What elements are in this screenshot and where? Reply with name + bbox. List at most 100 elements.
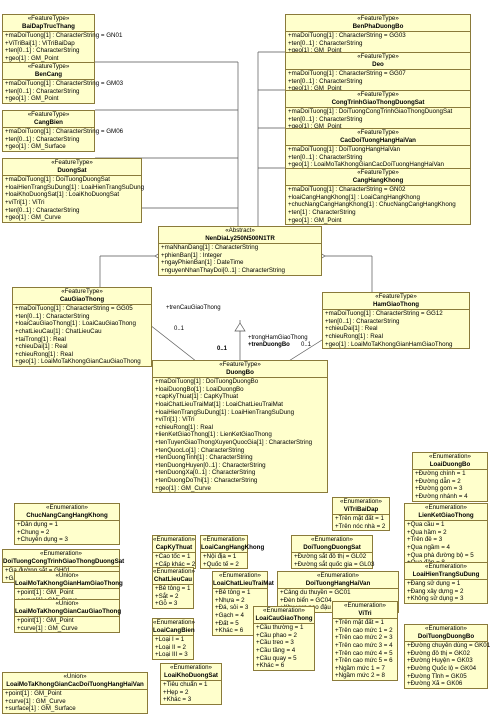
class-e5: «Enumeration»DoiTuongDuongSat+Đường sắt …: [291, 535, 374, 570]
class-attribute: +Ngầm mức 1 = 7: [335, 664, 385, 672]
class-attribute: +Đường nhánh = 4: [415, 492, 468, 500]
class-attribute: +Trên cao mức 4 = 5: [335, 649, 393, 657]
class-attribute: +Cảng du thuyền = GC01: [280, 589, 351, 597]
class-attribute: +Đường chuyên dùng = GK01: [407, 642, 491, 650]
class-attribute: +Đất = 5: [215, 619, 239, 627]
class-c7: «FeatureType»CacDoiTuongHangHaiVan+maDoi…: [285, 128, 471, 170]
class-attribute: +curve[1] : GM_Curve: [5, 697, 66, 705]
class-stereotype: «Enumeration»: [317, 572, 359, 579]
class-attribute: +Đường chính = 1: [415, 470, 466, 478]
class-attribute: +chieuRong[1] : Real: [15, 350, 73, 358]
class-stereotype: «Enumeration»: [203, 536, 245, 543]
class-attribute: +tenQuocLo[1] : CharacterString: [155, 446, 245, 454]
class-name: ViTriBaiDap: [333, 506, 389, 516]
class-attribute: +ten[0..1] : CharacterString: [288, 39, 363, 47]
class-stereotype: «FeatureType»: [357, 91, 399, 98]
class-name: DoiTuongDuongSat: [292, 544, 372, 554]
class-attribute: +geo[1] : LoaiMoTaKhongGianCacDoiTuongHa…: [288, 161, 444, 169]
class-e2: «Enumeration»ChucNangCangHangKhong+Dân d…: [14, 503, 120, 545]
multiplicity-duongbo: 0..1: [217, 346, 228, 352]
class-stereotype: «FeatureType»: [27, 15, 70, 22]
class-attribute: +Đường Quốc lộ = GK04: [407, 664, 477, 672]
class-attribute: +loaiKhoDuongSat[1] : LoaiKhoDuongSat: [5, 191, 120, 199]
class-attribute: +ten[0..1] : CharacterString: [288, 77, 363, 85]
class-attribute: +loaiHienTrangSuDung[1] : LoaiHienTrangS…: [155, 408, 295, 416]
class-attribute: +loaiHienTrangSuDung[1] : LoaiHienTrangS…: [5, 183, 145, 191]
class-attribute: +Tiêu chuẩn = 1: [163, 681, 208, 689]
assoc-label-tren-duongbo: +trenDuongBo: [248, 342, 290, 348]
class-stereotype: «Enumeration»: [153, 536, 195, 543]
class-attribute: +tenDuongDoThi[1] : CharacterString: [155, 476, 258, 484]
class-attribute: +Bê tông = 1: [215, 589, 251, 597]
class-c2: «FeatureType»BenPhaDuongBo+maDoiTuong[1]…: [285, 14, 471, 56]
class-attribute: +ten[0..1] : CharacterString: [15, 312, 90, 320]
class-attribute: +taiTrong[1] : Real: [15, 335, 66, 343]
class-name: LoaiCauGiaoThong: [254, 615, 314, 625]
class-attribute: +Đường Huyện = GK03: [407, 657, 473, 665]
class-attribute: +Đang xây dựng = 2: [407, 587, 464, 595]
class-stereotype: «Enumeration»: [153, 619, 195, 626]
class-name: LoaiCangHangKhong: [201, 544, 264, 554]
class-attribute: +Cầu tầng = 4: [256, 646, 296, 654]
class-attribute: +point[1] : GM_Point: [17, 617, 74, 625]
class-attribute: +Đường gom = 3: [415, 485, 463, 493]
class-stereotype: «Enumeration»: [429, 453, 471, 460]
class-attribute: +maDoiTuong[1] : CharacterString = GM03: [5, 80, 124, 88]
class-u2: «Union»LoaiMoTaKhongGianCauGiaoThong+poi…: [14, 599, 121, 634]
class-stereotype: «Union»: [55, 572, 79, 579]
class-e8: «Enumeration»LoaiCangHangKhong+Nội địa =…: [200, 535, 264, 570]
class-stereotype: «FeatureType»: [27, 63, 70, 70]
class-e13: «Enumeration»LoaiCangBien+Loại I = 1+Loạ…: [152, 618, 195, 660]
class-attribute: +Chung = 2: [17, 528, 50, 536]
class-attribute: +Khác = 3: [163, 696, 192, 704]
class-e11: «Enumeration»ChatLieuCau+Bê tông = 1+Sắt…: [152, 567, 195, 609]
class-c3: «FeatureType»BenCang+maDoiTuong[1] : Cha…: [2, 62, 124, 104]
class-attribute: +Nội địa = 1: [203, 553, 237, 561]
class-attribute: +ViTriBai[1] : ViTriBaiDap: [5, 39, 75, 47]
class-attribute: +loaiDuongBo[1] : LoaiDuongBo: [155, 385, 244, 393]
class-stereotype: «FeatureType»: [61, 288, 103, 295]
class-stereotype: «Enumeration»: [263, 607, 305, 614]
class-attribute: +Cầu thường = 1: [256, 624, 304, 632]
class-attribute: +geo[1] : GM_Point: [288, 216, 342, 224]
class-stereotype: «Union»: [55, 600, 79, 607]
class-attribute: +Ngầm mức 2 = 8: [335, 672, 385, 680]
class-attribute: +maDoiTuong[1] : CharacterString = GN01: [5, 32, 123, 40]
class-attribute: +maDoiTuong[1] : CharacterString = GG12: [325, 310, 443, 318]
class-attribute: +Trên đê = 3: [407, 536, 443, 544]
class-name: DuongBo: [153, 369, 327, 379]
class-attribute: +ten[0..1] : CharacterString: [5, 47, 80, 55]
class-stereotype: «Enumeration»: [153, 568, 195, 575]
class-attribute: +geo[1] : LoaiMoTaKhongGianCauGiaoThong: [15, 358, 141, 366]
class-u3: «Union»LoaiMoTaKhongGianCacDoiTuongHangH…: [2, 672, 148, 714]
class-attribute: +Đường Xã = GK06: [407, 680, 463, 688]
class-attribute: +Cầu treo = 3: [256, 639, 294, 647]
class-attribute: +curve[1] : GM_Curve: [17, 624, 78, 632]
class-attribute: +Trên cao mức 2 = 3: [335, 634, 393, 642]
class-stereotype: «FeatureType»: [357, 169, 399, 176]
class-attribute: +capKyThuat[1] : CapKyThuat: [155, 393, 239, 401]
class-stereotype: «Enumeration»: [219, 572, 261, 579]
class-attribute: +Đường đô thị = GK02: [407, 649, 470, 657]
class-attribute: +maDoiTuong[1] : DoiTuongDuongSat: [5, 176, 110, 184]
class-attribute: +maDoiTuong[1] : DoiTuongCongTrinhGiaoTh…: [288, 108, 453, 116]
class-attribute: +chieuRong[1] : Real: [325, 332, 383, 340]
class-attribute: +Không sử dụng = 3: [407, 595, 464, 603]
class-attribute: +ten[0..1] : CharacterString: [288, 115, 363, 123]
class-stereotype: «FeatureType»: [357, 53, 399, 60]
class-name: CacDoiTuongHangHaiVan: [286, 137, 470, 147]
class-name: BaiDapTrucThang: [3, 23, 94, 33]
class-attribute: +Cầu quay = 5: [256, 654, 297, 662]
class-attribute: +geo[1] : LoaiMoTaKhongGianHamGiaoThong: [325, 340, 453, 348]
class-e17: «Enumeration»LoaiKhoDuongSat+Tiêu chuẩn …: [160, 663, 222, 705]
class-attribute: +Trên cao mức 1 = 2: [335, 626, 393, 634]
class-attribute: +Bê tông = 1: [155, 585, 191, 593]
class-c8: «FeatureType»DuongSat+maDoiTuong[1] : Do…: [2, 158, 145, 223]
class-stereotype: «Enumeration»: [311, 536, 353, 543]
class-e15: «Enumeration»LoaiCauGiaoThong+Cầu thường…: [253, 606, 315, 671]
class-name: ViTri: [333, 610, 397, 620]
class-attribute: +Qua ngầm = 4: [407, 543, 450, 551]
class-name: LienKetGiaoThong: [405, 512, 487, 522]
class-attribute: +Sắt = 2: [155, 592, 179, 600]
assoc-label-trong-ham: +trongHamGiaoThong: [248, 335, 308, 341]
